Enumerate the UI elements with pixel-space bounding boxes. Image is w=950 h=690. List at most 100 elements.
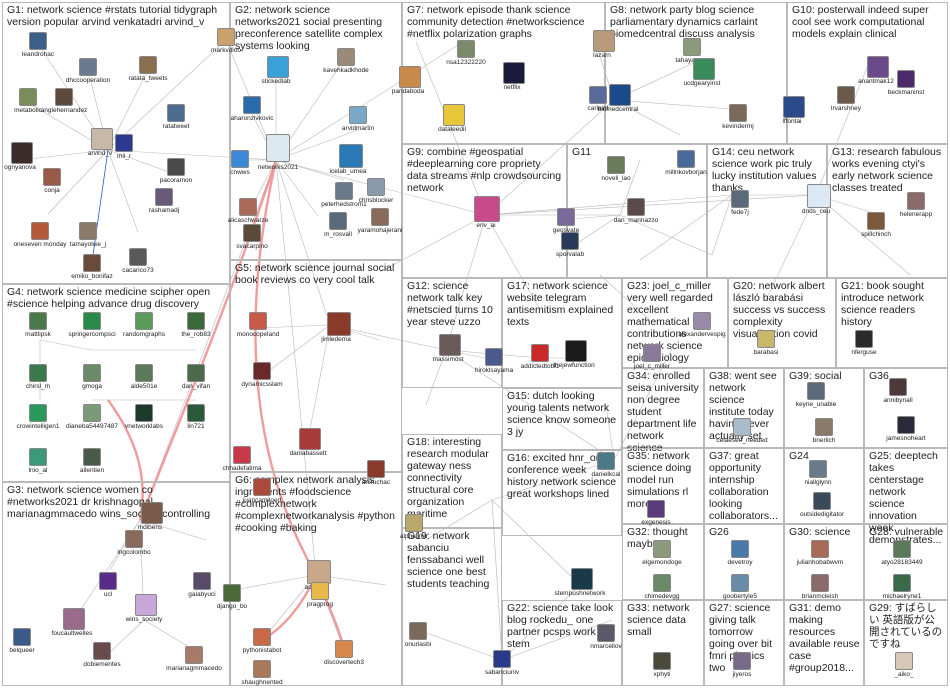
vertex-barabasi[interactable]: barabasi	[740, 330, 792, 360]
vertex-millnkovborjan[interactable]: millnkovborjan	[660, 150, 712, 180]
vertex-lnio-al[interactable]: lnio_al	[12, 448, 64, 478]
vertex-jamesnoheart[interactable]: jamesnoheart	[880, 416, 932, 446]
vertex-marianagm[interactable]: marianagmmacedo	[168, 646, 220, 676]
vertex-ratata-tweets[interactable]: ratata_tweets	[122, 56, 174, 86]
vertex-markvdloo[interactable]: markvdloo	[200, 28, 252, 58]
vertex-lrvarshney[interactable]: lrvarshney	[820, 86, 872, 116]
vertex-mattlipsk[interactable]: mattlipsk	[12, 312, 64, 342]
vertex-atyo[interactable]: atyo28183449	[876, 540, 928, 570]
vertex-crowintelligen[interactable]: crowintelligen1	[12, 404, 64, 434]
vertex-lngcolombo[interactable]: lngcolombo	[108, 530, 160, 560]
vertex-leandrohac[interactable]: leandrohac	[12, 32, 64, 62]
vertex-django[interactable]: django_bo	[206, 584, 258, 614]
vertex-svacarpino[interactable]: svacarpino	[226, 224, 278, 254]
vertex-aiko[interactable]: _aiko_	[878, 652, 930, 682]
vertex-joel-c-miller[interactable]: joel_c_miller	[626, 344, 678, 374]
vertex-sporvalab[interactable]: sporvalab	[544, 232, 596, 262]
vertex-sabanciuniv[interactable]: sabanciuniv	[476, 650, 528, 680]
vertex-devetroy[interactable]: devetroy	[714, 540, 766, 570]
vertex-onurlasbi[interactable]: onurlasbi	[392, 622, 444, 652]
vertex-lffontai[interactable]: lffontai	[766, 96, 818, 126]
vertex-xphyti[interactable]: xphyti	[636, 652, 688, 682]
vertex-mdibens[interactable]: mdibens	[124, 502, 176, 532]
vertex-massimost[interactable]: massimost	[422, 334, 474, 364]
vertex-icelab[interactable]: icelab_umea	[322, 144, 374, 174]
vertex-alexandervespig[interactable]: alexandervespig	[676, 312, 728, 342]
vertex-nferguse[interactable]: nferguse	[838, 330, 890, 360]
vertex-gmoga[interactable]: gmoga	[66, 364, 118, 394]
vertex-dhccooperation[interactable]: dhccooperation	[62, 58, 114, 88]
vertex-alphaliner[interactable]: alphaliner	[388, 514, 440, 544]
vertex-shaughnented[interactable]: shaughnented	[236, 660, 288, 690]
vertex-env-ai[interactable]: env_ai	[460, 196, 512, 226]
vertex-goobertyle[interactable]: goobertyle5	[714, 574, 766, 604]
vertex-mil-r[interactable]: mil_r	[98, 134, 150, 164]
vertex-netflix[interactable]: netflix	[486, 62, 538, 92]
vertex-foucaultwelles[interactable]: foucaultwelles	[46, 608, 98, 638]
vertex-thejewfunction[interactable]: thejewfunction	[548, 340, 600, 370]
vertex-dobiementes[interactable]: dobiementes	[76, 642, 128, 672]
vertex-springercompsci[interactable]: springercompsci	[66, 312, 118, 342]
vertex-yaramohajerani[interactable]: yaramohajerani	[354, 208, 406, 238]
vertex-biomedcentral[interactable]: biomedcentral	[592, 84, 644, 114]
vertex-monocopeland[interactable]: monocopeland	[232, 312, 284, 342]
vertex-danielkcal[interactable]: danielkcal	[580, 452, 632, 482]
vertex-annibynall[interactable]: annibynall	[872, 378, 924, 408]
vertex-chirsl-m[interactable]: chirsl_m	[12, 364, 64, 394]
vertex-outsidedigitator[interactable]: outsidedigitator	[796, 492, 848, 522]
vertex-exgenesis[interactable]: exgenesis	[630, 500, 682, 530]
vertex-aniruchac[interactable]: aniruchac	[350, 460, 402, 490]
vertex-networks2021[interactable]: networks2021	[252, 134, 304, 164]
vertex-niallglynn[interactable]: niallglynn	[792, 460, 844, 490]
vertex-dataleedil[interactable]: dataleedil	[426, 104, 478, 134]
vertex-helenerapp[interactable]: helenerapp	[890, 192, 942, 222]
vertex-stickedlab[interactable]: stickedlab	[250, 56, 302, 86]
vertex-elgemondoge[interactable]: elgemondoge	[636, 540, 688, 570]
vertex-pragprog[interactable]: pragprog	[294, 582, 346, 612]
vertex-dnds-ceu[interactable]: dnds_ceu	[790, 184, 842, 214]
vertex-conja[interactable]: conja	[26, 168, 78, 198]
vertex-pandaboda[interactable]: pandaboda	[382, 66, 434, 96]
vertex-danlabassett[interactable]: danlabassett	[282, 428, 334, 458]
vertex-anglehernandez[interactable]: anglehernandez	[38, 88, 90, 118]
vertex-nmarcellov[interactable]: nmarcellov	[580, 624, 632, 654]
vertex-juancamiloed[interactable]: juancamiloed	[236, 478, 288, 508]
vertex-arvidmartin[interactable]: arvidmartin	[332, 106, 384, 136]
vertex-randomgraphs[interactable]: randomgraphs	[118, 312, 170, 342]
vertex-lin721[interactable]: lin721	[170, 404, 222, 434]
vertex-dan-vifan[interactable]: dan_vifan	[170, 364, 222, 394]
vertex-chimedevgg[interactable]: chimedevgg	[636, 574, 688, 604]
vertex-keyne-unable[interactable]: keyne_unable	[790, 382, 842, 412]
vertex-jimledema[interactable]: jimledema	[310, 312, 362, 342]
vertex-nsa[interactable]: nsa12322220	[440, 40, 492, 70]
vertex-kevindermj[interactable]: kevindermj	[712, 104, 764, 134]
vertex-bnerlich[interactable]: bnerlich	[798, 418, 850, 448]
vertex-vnetworklabs[interactable]: vnetworklabs	[118, 404, 170, 434]
vertex-stempushnetwork[interactable]: stempushnetwork	[554, 568, 606, 598]
vertex-fede7j[interactable]: fede7j	[714, 190, 766, 220]
vertex-chhadefatima[interactable]: chhadefatima	[216, 446, 268, 476]
vertex-jiyeros[interactable]: jiyeros	[716, 652, 768, 682]
vertex-belqueer[interactable]: belqueer	[0, 628, 48, 658]
vertex-brianmcleish[interactable]: brianmcleish	[794, 574, 846, 604]
vertex-dianeba[interactable]: dianeba54497487	[66, 404, 118, 434]
vertex-beckmaninst[interactable]: beckmaninst	[880, 70, 932, 100]
vertex-alde501e[interactable]: alde501e	[118, 364, 170, 394]
vertex-allentien[interactable]: allentien	[66, 448, 118, 478]
vertex-emilio[interactable]: emilio_bonifaz	[66, 254, 118, 284]
vertex-wins-society[interactable]: wins_society	[118, 594, 170, 624]
vertex-pacoramon[interactable]: pacoramon	[150, 158, 202, 188]
vertex-michaelryne[interactable]: michaelryne1	[876, 574, 928, 604]
vertex-julianhobabwvm[interactable]: julianhobabwvm	[794, 540, 846, 570]
vertex-tamayolwe[interactable]: tamayolwe_j	[62, 222, 114, 252]
vertex-kavehkadkhode[interactable]: kavehkadkhode	[320, 48, 372, 78]
vertex-dan-marinazzo[interactable]: dan_marinazzo	[610, 198, 662, 228]
vertex-the-rob83[interactable]: the_rob83	[170, 312, 222, 342]
vertex-ratatweet[interactable]: ratatweet	[150, 104, 202, 134]
vertex-rashamadj[interactable]: rashamadj	[138, 188, 190, 218]
vertex-lazarn[interactable]: lazarn	[576, 30, 628, 60]
vertex-discovertech3[interactable]: discovertech3	[318, 640, 370, 670]
vertex-aharonzivkovic[interactable]: aharonzivkovic	[226, 96, 278, 126]
vertex-pythonistabot[interactable]: pythonistabot	[236, 628, 288, 658]
vertex-dynamicsslam[interactable]: dynamicsslam	[236, 362, 288, 392]
